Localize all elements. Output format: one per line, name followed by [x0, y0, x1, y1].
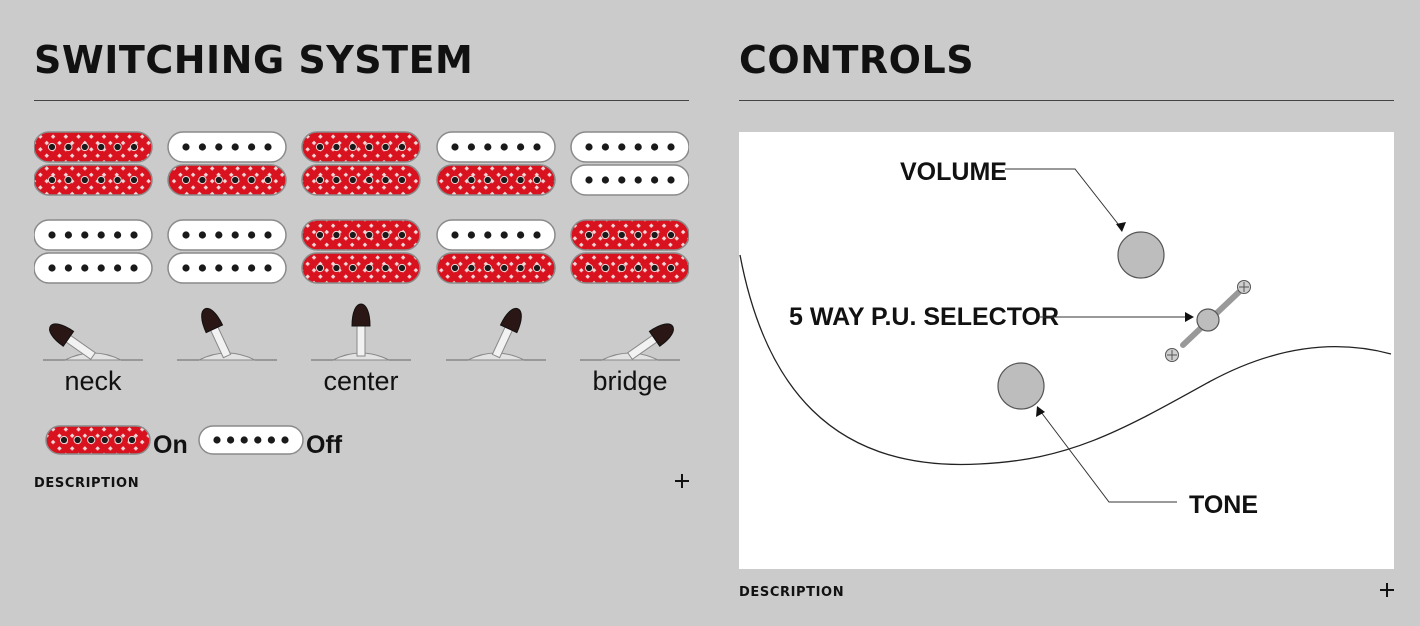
pickup-coil-off: [34, 252, 153, 284]
pickup-coil-off: [198, 425, 304, 455]
screw-icon: [1165, 348, 1179, 362]
switch-position: [570, 131, 689, 284]
pickup-coil-off: [570, 164, 689, 196]
pickup-coil-off: [167, 219, 287, 251]
volume-pointer: [1005, 168, 1123, 230]
switch-position-label: bridge: [592, 366, 667, 396]
switching-divider: [34, 100, 689, 101]
screw-icon: [1237, 280, 1251, 294]
pickup-coil-on: [34, 164, 153, 196]
pickup-coil-on: [167, 164, 287, 196]
tone-label: TONE: [1189, 491, 1258, 519]
lever-switch-icon: [446, 307, 546, 361]
pickup-coil-on: [45, 425, 151, 455]
volume-label: VOLUME: [900, 158, 1007, 186]
legend-off-label: Off: [306, 431, 343, 459]
switch-position-label: neck: [64, 366, 122, 396]
plus-icon[interactable]: [675, 474, 689, 488]
controls-diagram: VOLUME 5 WAY P.U. SELECTOR TONE: [739, 132, 1394, 569]
lever-switch-icon: [580, 323, 680, 361]
controls-divider: [739, 100, 1394, 101]
pickup-coil-off: [436, 219, 556, 251]
pickup-coil-on: [301, 252, 421, 284]
pickup-coil-on: [570, 219, 689, 251]
switch-position: [167, 131, 287, 284]
lever-switch-icon: [177, 307, 277, 361]
switch-position: [34, 131, 153, 284]
pickup-coil-on: [436, 252, 556, 284]
switch-position: [301, 131, 421, 284]
pickup-coil-on: [301, 219, 421, 251]
body-outline: [739, 254, 1392, 466]
pickup-coil-off: [34, 219, 153, 251]
switching-description-toggle[interactable]: DESCRIPTION: [34, 474, 689, 494]
switch-position: [436, 131, 556, 284]
lever-switch-icon: [43, 323, 143, 361]
tone-knob: [997, 362, 1045, 410]
pickup-coil-on: [436, 164, 556, 196]
switch-position-label: center: [323, 366, 398, 396]
pickup-coil-off: [570, 131, 689, 163]
tone-pointer: [1040, 411, 1177, 503]
pickup-coil-off: [436, 131, 556, 163]
volume-knob: [1117, 231, 1165, 279]
pickup-coil-on: [301, 164, 421, 196]
pickup-coil-off: [167, 131, 287, 163]
lever-switch-icon: [311, 303, 411, 361]
pickup-coil-off: [167, 252, 287, 284]
legend-on-label: On: [153, 431, 188, 459]
legend-off: Off: [198, 425, 343, 459]
switching-system-title: SWITCHING SYSTEM: [34, 38, 474, 82]
controls-description-label: DESCRIPTION: [739, 585, 845, 600]
legend-on: On: [45, 425, 188, 459]
pickup-coil-on: [301, 131, 421, 163]
plus-icon[interactable]: [1380, 583, 1394, 597]
pickup-coil-on: [570, 252, 689, 284]
selector-label: 5 WAY P.U. SELECTOR: [789, 303, 1059, 331]
pickup-coil-on: [34, 131, 153, 163]
controls-description-toggle[interactable]: DESCRIPTION: [739, 583, 1394, 603]
controls-title: CONTROLS: [739, 38, 975, 82]
switching-diagram: neck center bridge On Off: [34, 131, 689, 459]
selector-switch: [1165, 280, 1251, 362]
switching-description-label: DESCRIPTION: [34, 476, 140, 491]
